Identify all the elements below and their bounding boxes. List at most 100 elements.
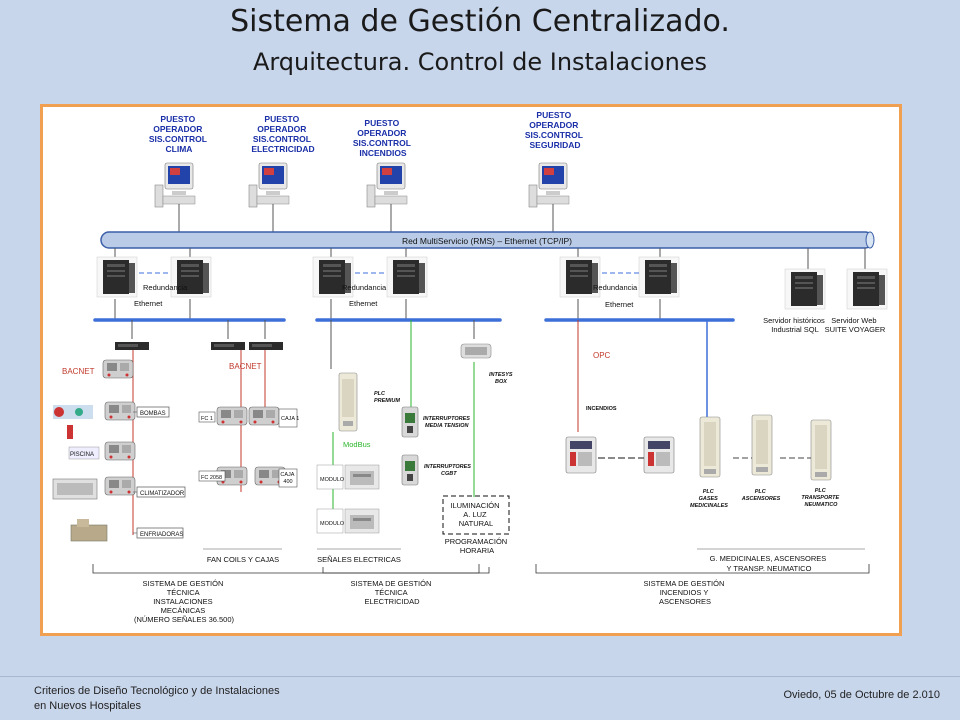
intesys-label: INTESYS <box>489 372 513 378</box>
svg-text:PLC TRANSPORTE NEU: PLC TRANSPORTE NEUMATICO <box>801 488 840 508</box>
pool-icon <box>68 446 100 460</box>
slide-subtitle: Arquitectura. Control de Instalaciones <box>252 48 708 76</box>
network-label: Red MultiServicio (RMS) – Ethernet (TCP/… <box>402 236 572 246</box>
module-icon <box>344 508 380 534</box>
svg-text:PUESTO OPERADOR SI: PUESTO OPERADOR SIS.CONTROL SEGURIDAD <box>525 110 585 150</box>
section-incendios: OPC INCENDIOS PLC GASES MEDICINALES PLC … <box>565 320 865 573</box>
chiller-icon <box>70 519 108 542</box>
svg-text:G. MEDICINALES, ASCENSORES: G. MEDICINALES, ASCENSORES Y TRANSP. NEU… <box>710 554 829 573</box>
switch-icon <box>249 342 283 350</box>
redundant-servers-mecanicas: Redundancia Ethernet <box>96 256 212 320</box>
system-braces <box>92 564 870 574</box>
modulo-label: MODULO <box>320 521 345 527</box>
plc-gases-icon <box>699 416 721 478</box>
fancoils-group-label: FAN COILS Y CAJAS <box>207 555 279 564</box>
server-historicos: Servidor históricos Industrial SQL <box>763 268 827 334</box>
operator-label-line: OPERADOR <box>153 124 202 134</box>
computer-icon <box>248 162 290 208</box>
switch-icon <box>115 342 149 350</box>
computer-icon <box>528 162 570 208</box>
operator-label-line: SIS.CONTROL <box>149 134 207 144</box>
controller-icon <box>104 401 136 421</box>
operator-label-line: CLIMA <box>166 144 193 154</box>
piscina-label: PISCINA <box>70 452 94 458</box>
fc2058-label: FC 2058 <box>201 475 222 481</box>
footer-divider <box>0 676 960 677</box>
air-handler-icon <box>52 478 98 500</box>
bombas-label: BOMBAS <box>140 411 166 417</box>
operator-station-seguridad: PUESTO OPERADOR SIS.CONTROL SEGURIDAD <box>525 110 585 232</box>
svg-text:PUESTO OPERADOR SI: PUESTO OPERADOR SIS.CONTROL ELECTRICIDAD <box>251 114 314 154</box>
plc-transporte-label: PLC <box>815 488 827 494</box>
operator-station-incendios: PUESTO OPERADOR SIS.CONTROL INCENDIOS <box>353 118 413 232</box>
breaker-icon <box>401 406 419 438</box>
modulo-label: MODULO <box>320 477 345 483</box>
svg-text:Servidor Web SUITE VOYAG: Servidor Web SUITE VOYAGER <box>825 316 886 334</box>
caja400-label: CAJA <box>280 472 294 478</box>
climatizador-label: CLIMATIZADOR <box>140 491 185 497</box>
system-mecanicas-label: SISTEMA DE GESTIÓN TÉCNICA INSTALACIONES… <box>134 579 235 624</box>
module-icon <box>344 464 380 490</box>
svg-text:INTERRUPTORES CGBT: INTERRUPTORES CGBT <box>424 464 473 477</box>
interruptores-mt-label: INTERRUPTORES <box>423 416 470 422</box>
system-electricidad-label: SISTEMA DE GESTIÓN TÉCNICA ELECTRICIDAD <box>351 579 434 606</box>
opc-label: OPC <box>593 351 611 360</box>
operator-station-clima: PUESTO OPERADOR SIS.CONTROL CLIMA <box>149 114 209 232</box>
plc-ascensores-icon <box>751 414 773 476</box>
senales-group-label: SEÑALES ELECTRICAS <box>317 555 401 564</box>
operator-label-line: PUESTO <box>160 114 195 124</box>
architecture-diagram: PUESTO OPERADOR SIS.CONTROL CLIMA PUESTO… <box>52 110 888 624</box>
enfriadoras-label: ENFRIADORAS <box>140 532 183 538</box>
programacion-label: PROGRAMACIÓN <box>445 537 508 546</box>
bacnet-label: BACNET <box>62 367 95 376</box>
incendios-label: INCENDIOS <box>586 406 617 412</box>
server-icon <box>784 268 826 310</box>
intesys-box-icon <box>460 343 492 359</box>
network-bus: Red MultiServicio (RMS) – Ethernet (TCP/… <box>100 231 875 249</box>
svg-text:INTERRUPTORES MEDIA TENS: INTERRUPTORES MEDIA TENSION <box>423 416 472 429</box>
switch-icon <box>211 342 245 350</box>
server-icon <box>96 256 138 298</box>
slide-title: Sistema de Gestión Centralizado. <box>230 4 730 39</box>
computer-icon <box>366 162 408 208</box>
interruptores-cgbt-label: INTERRUPTORES <box>424 464 471 470</box>
breaker-icon <box>401 454 419 486</box>
fc1-label: FC 1 <box>201 416 213 422</box>
gmedicinales-group-label: G. MEDICINALES, ASCENSORES <box>710 554 827 563</box>
modbus-label: ModBus <box>343 440 371 449</box>
server-web: Servidor Web SUITE VOYAGER <box>825 268 888 334</box>
svg-text:Servidor históricos Indu: Servidor históricos Industrial SQL <box>763 316 827 334</box>
redundant-servers-electricidad: Redundancia Ethernet <box>312 256 428 320</box>
pump-icon <box>53 405 93 439</box>
redundancy-label: Redundancia <box>143 283 188 292</box>
redundancy-label: Redundancia <box>593 283 638 292</box>
ethernet-label: Ethernet <box>349 299 378 308</box>
iluminacion-box: ILUMINACIÓN A. LUZ NATURAL <box>442 495 510 535</box>
controller-icon <box>104 441 136 461</box>
svg-text:PLC PREMIUM: PLC PREMIUM <box>374 391 400 404</box>
fire-panel-icon <box>565 436 597 474</box>
footer-left-line: en Nuevos Hospitales <box>34 700 142 712</box>
ethernet-label: Ethernet <box>134 299 163 308</box>
svg-text:PUESTO OPERADOR SI: PUESTO OPERADOR SIS.CONTROL CLIMA <box>149 114 209 154</box>
plc-premium-icon <box>338 372 358 432</box>
ethernet-label: Ethernet <box>605 300 634 309</box>
controller-icon <box>104 476 136 496</box>
footer-date: Oviedo, 05 de Octubre de 2.010 <box>783 689 940 701</box>
svg-text:PUESTO OPERADOR SI: PUESTO OPERADOR SIS.CONTROL INCENDIOS <box>353 118 413 158</box>
computer-icon <box>154 162 196 208</box>
svg-text:PROGRAMACIÓN HORARIA: PROGRAMACIÓN HORARIA <box>445 537 510 555</box>
bacnet-label: BACNET <box>229 362 262 371</box>
plc-premium-label: PLC <box>374 391 386 397</box>
fancoil-controller-icon <box>248 406 280 426</box>
system-incendios-label: SISTEMA DE GESTIÓN INCENDIOS Y ASCENSORE… <box>644 579 727 606</box>
svg-text:PLC ASCENSORES: PLC ASCENSORES <box>741 489 781 502</box>
svg-text:INTESYS BOX: INTESYS BOX <box>489 372 514 385</box>
architecture-diagram-panel: PUESTO OPERADOR SIS.CONTROL CLIMA PUESTO… <box>40 104 902 636</box>
footer-left: Criterios de Diseño Tecnológico y de Ins… <box>34 684 294 714</box>
controller-icon <box>102 359 134 379</box>
redundancy-label: Redundancia <box>342 283 387 292</box>
plc-gases-label: PLC <box>703 489 715 495</box>
footer-left-line: Criterios de Diseño Tecnológico y de Ins… <box>34 685 280 697</box>
caja1-label: CAJA 1 <box>281 416 299 422</box>
